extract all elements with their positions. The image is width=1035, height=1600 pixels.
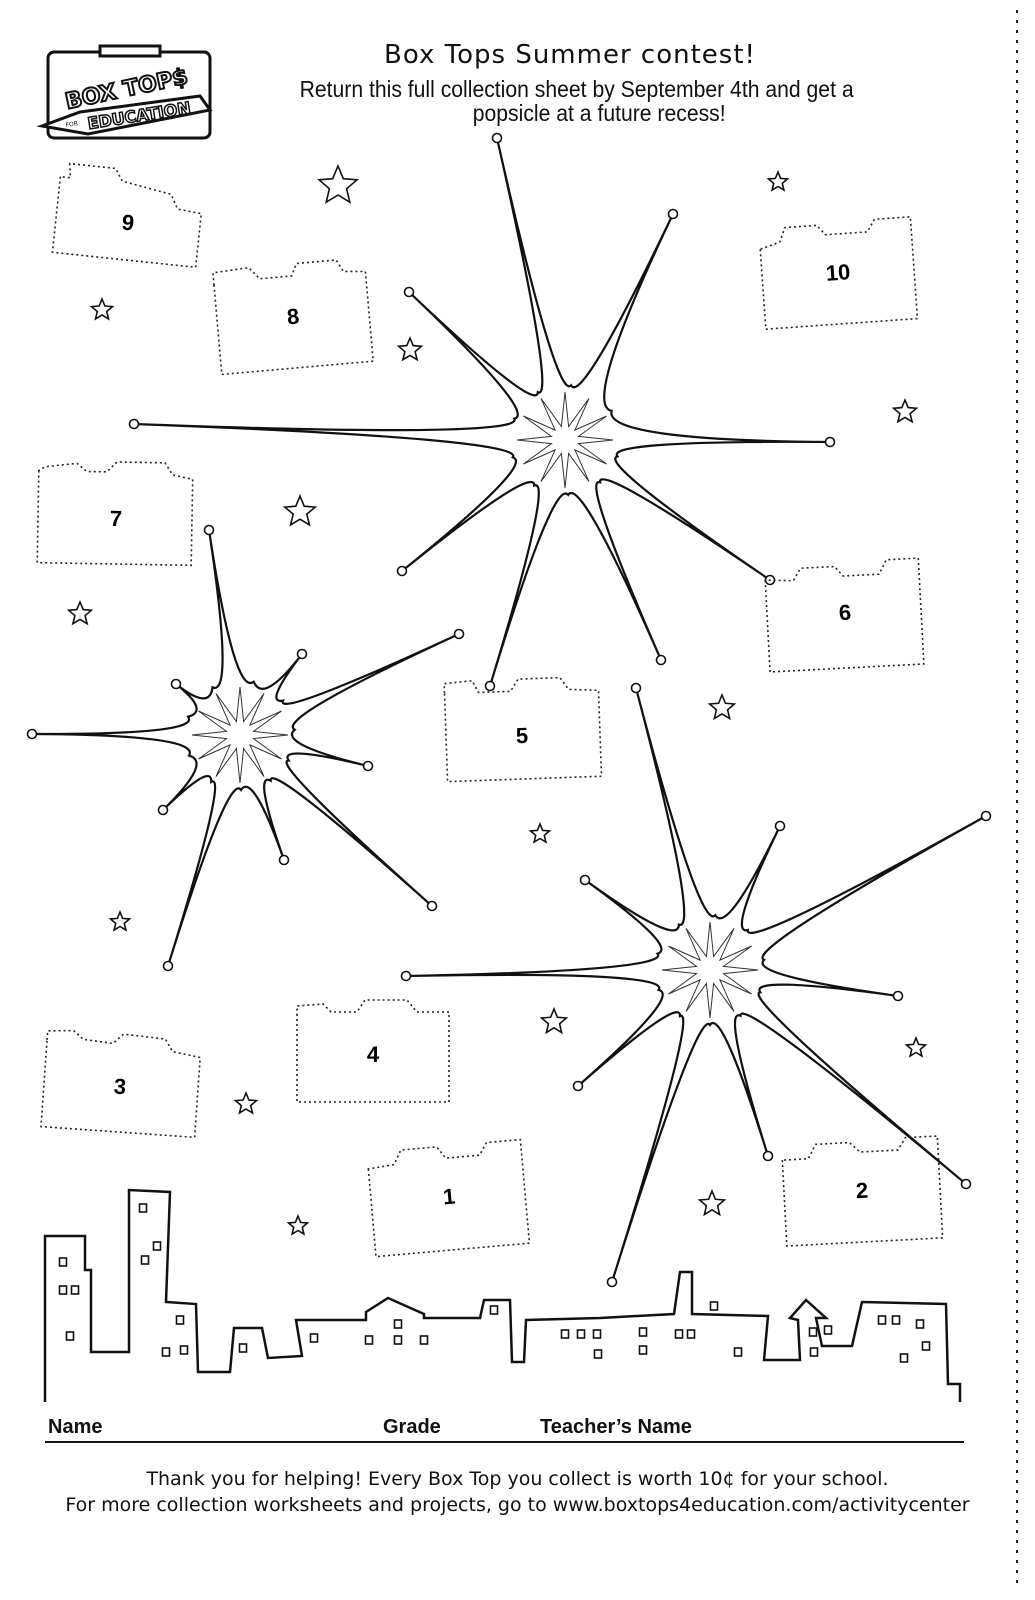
- name-label: Name: [48, 1416, 103, 1438]
- star-icon: [396, 335, 424, 362]
- window: [58, 1285, 68, 1295]
- window: [179, 1345, 189, 1355]
- window: [70, 1285, 80, 1295]
- window: [58, 1257, 68, 1267]
- slot-4[interactable]: 4: [296, 999, 450, 1103]
- window: [899, 1353, 909, 1363]
- window: [152, 1241, 162, 1251]
- window: [915, 1319, 925, 1329]
- window: [638, 1327, 648, 1337]
- star-icon: [539, 1006, 569, 1035]
- slot-8[interactable]: 8: [212, 258, 375, 376]
- star-icon: [317, 163, 359, 204]
- slot-6[interactable]: 6: [764, 557, 925, 673]
- window: [489, 1305, 499, 1315]
- slot-1[interactable]: 1: [367, 1138, 531, 1258]
- window: [686, 1329, 696, 1339]
- star-icon: [66, 599, 94, 626]
- star-icon: [108, 909, 132, 932]
- slot-number: 2: [855, 1178, 869, 1204]
- window: [161, 1347, 171, 1357]
- box-top-slots: 9 8 10 7 6 5 4: [36, 162, 944, 1258]
- slot-number: 10: [825, 259, 851, 286]
- star-icon: [233, 1090, 259, 1115]
- window: [393, 1319, 403, 1329]
- window: [891, 1315, 901, 1325]
- slot-number: 3: [113, 1074, 127, 1100]
- page-title: Box Tops Summer contest!: [384, 40, 756, 70]
- window: [140, 1255, 150, 1265]
- window: [560, 1329, 570, 1339]
- window: [65, 1331, 75, 1341]
- star-icon: [282, 493, 318, 527]
- stars: [66, 163, 928, 1236]
- window: [419, 1335, 429, 1345]
- slot-number: 7: [110, 506, 123, 531]
- logo-for-text: FOR: [65, 120, 78, 129]
- window: [576, 1329, 586, 1339]
- city-skyline: [43, 1188, 962, 1402]
- slot-number: 4: [367, 1042, 380, 1067]
- teacher-name-label: Teacher’s Name: [540, 1416, 692, 1438]
- subtitle-line-2: popsicle at a future recess!: [472, 100, 726, 126]
- window: [592, 1329, 602, 1339]
- slot-10[interactable]: 10: [759, 215, 919, 331]
- slot-number: 5: [515, 723, 528, 748]
- slot-number: 9: [121, 209, 136, 235]
- star-icon: [286, 1213, 310, 1236]
- firework-bottom: [400, 682, 992, 1288]
- window: [238, 1343, 248, 1353]
- window: [808, 1327, 818, 1337]
- window: [877, 1315, 887, 1325]
- window: [593, 1349, 603, 1359]
- window: [393, 1335, 403, 1345]
- star-icon: [891, 397, 919, 424]
- window: [309, 1333, 319, 1343]
- window: [733, 1347, 743, 1357]
- slot-9[interactable]: 9: [51, 162, 205, 269]
- window: [674, 1329, 684, 1339]
- slot-number: 8: [286, 304, 300, 330]
- star-icon: [904, 1035, 928, 1058]
- star-icon: [707, 692, 737, 721]
- window: [638, 1345, 648, 1355]
- star-icon: [528, 821, 552, 844]
- window: [138, 1203, 148, 1213]
- grade-label: Grade: [383, 1416, 441, 1438]
- box-tops-logo: BOX TOP$ FOR EDUCATION: [36, 44, 213, 140]
- star-icon: [766, 169, 790, 192]
- window: [364, 1335, 374, 1345]
- window: [921, 1341, 931, 1351]
- footer-thanks: Thank you for helping! Every Box Top you…: [146, 1468, 889, 1490]
- footer-website: For more collection worksheets and proje…: [65, 1494, 970, 1516]
- slot-number: 6: [838, 600, 852, 626]
- subtitle-line-1: Return this full collection sheet by Sep…: [299, 76, 854, 102]
- slot-2[interactable]: 2: [781, 1135, 944, 1247]
- window: [809, 1347, 819, 1357]
- star-icon: [697, 1188, 727, 1217]
- window: [709, 1301, 719, 1311]
- slot-number: 1: [442, 1184, 456, 1210]
- window: [175, 1315, 185, 1325]
- star-icon: [89, 296, 115, 321]
- fireworks: [26, 132, 992, 1288]
- firework-left: [26, 524, 465, 972]
- window: [823, 1325, 833, 1335]
- slot-7[interactable]: 7: [36, 461, 194, 567]
- slot-5[interactable]: 5: [443, 676, 603, 783]
- firework-top: [128, 132, 836, 692]
- slot-3[interactable]: 3: [40, 1029, 202, 1139]
